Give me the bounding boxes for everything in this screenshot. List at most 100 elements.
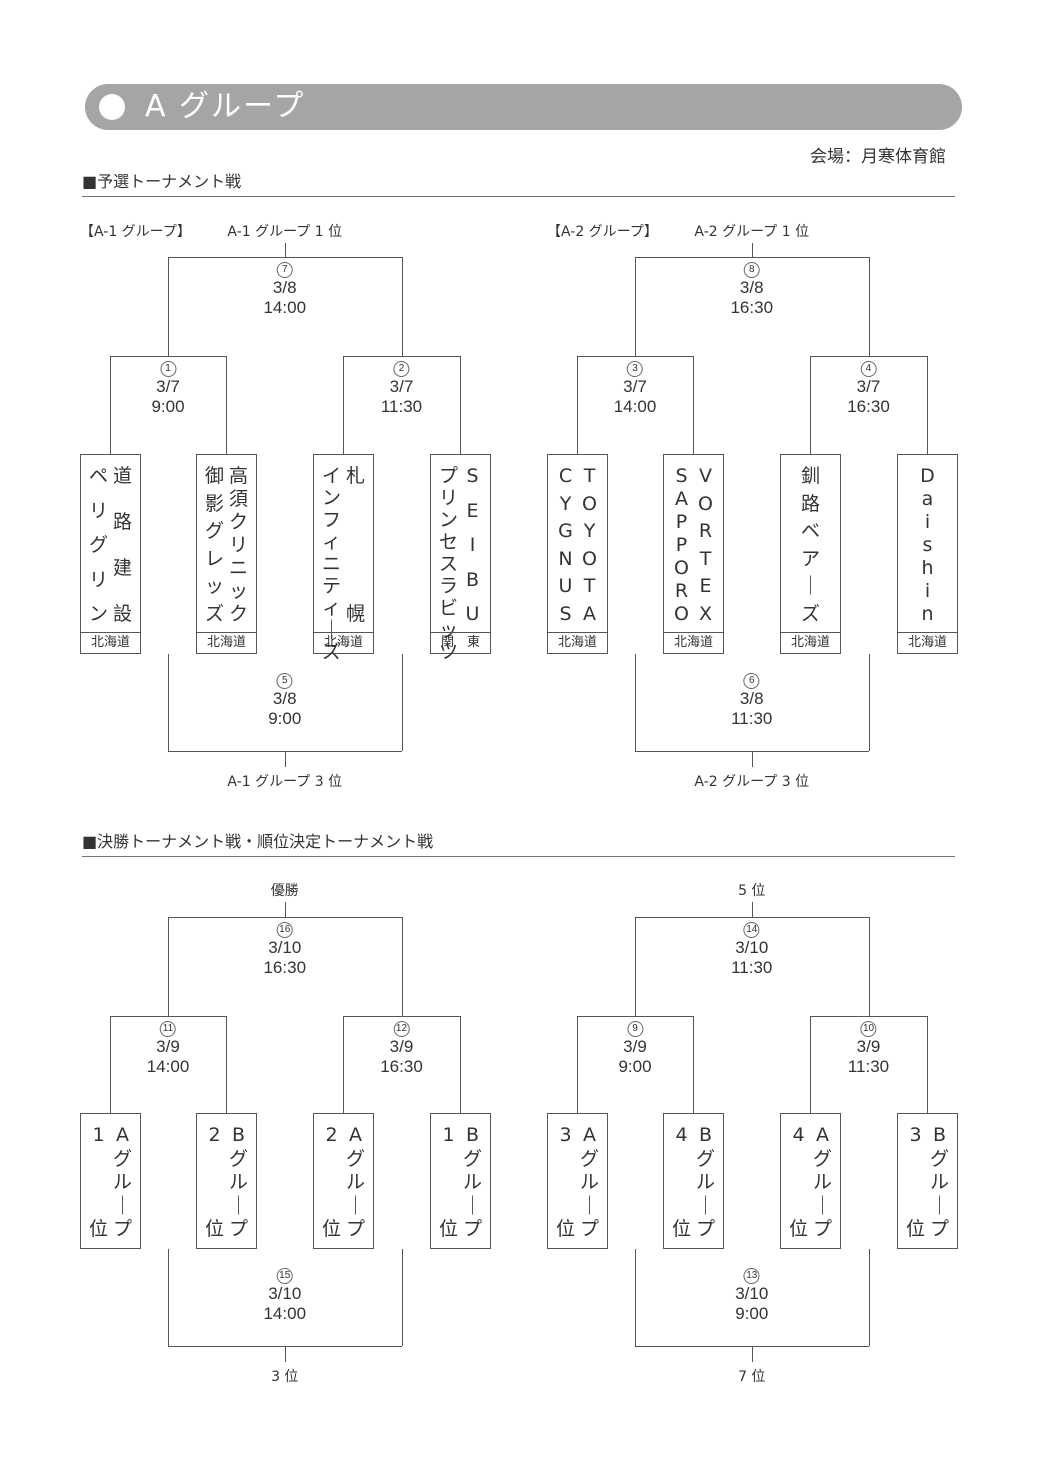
match-number: 3 (626, 361, 643, 377)
bracket-line (343, 356, 460, 357)
match-date: 3/10 (268, 1284, 302, 1303)
bracket-line (577, 356, 578, 454)
team-name-char: A (116, 1124, 129, 1146)
team-name-char: n (921, 603, 934, 625)
match-time: 11:30 (731, 709, 773, 728)
bracket-line (401, 257, 403, 356)
bracket-line (635, 654, 636, 751)
bracket-line (110, 356, 111, 454)
team-name-char: 釧 (800, 465, 820, 487)
bracket-line (751, 902, 753, 917)
team-name-char: T (699, 547, 712, 570)
bracket-line (460, 1016, 461, 1113)
match-time: 9:00 (618, 1057, 652, 1076)
team-name-char: プ (579, 1218, 599, 1240)
team-name-char: ビ (438, 597, 458, 619)
team-name-char: A (349, 1124, 362, 1146)
bracket-line (810, 356, 811, 454)
team-name-char: プ (929, 1218, 949, 1240)
match-time: 11:30 (847, 1057, 890, 1076)
bracket-line (168, 257, 169, 356)
team-name-char: イ (321, 465, 341, 487)
team-name-char: ツ (438, 641, 458, 663)
team-name-char: ッ (438, 619, 458, 641)
team-name-char: ｜ (929, 1194, 949, 1217)
team-name-char: プ (345, 1218, 365, 1240)
team-name-char: A (583, 1124, 596, 1146)
team-name-char: ｜ (462, 1194, 482, 1217)
bracket-line (868, 917, 870, 1016)
team-name-char: ベ (800, 520, 820, 543)
bracket-line (751, 243, 753, 257)
team-name-char: U (558, 575, 573, 598)
team-name-char: E (466, 499, 479, 522)
team-box: 高須クリニック御影グレッズ北海道 (196, 454, 257, 654)
team-name-char: 札 (345, 465, 365, 487)
team-name-column: ペリグリン (87, 465, 111, 625)
team-name-char: O (674, 557, 689, 579)
team-name-column: 札幌 (344, 465, 368, 625)
team-name-char: D (920, 465, 935, 487)
team-name-char: ン (438, 509, 458, 531)
bracket-line (168, 1249, 169, 1346)
match-number: 14 (743, 922, 760, 938)
team-name-char: ラ (438, 575, 458, 597)
match-number: 1 (160, 361, 176, 377)
team-name: 道路建設ペリグリン (81, 465, 140, 625)
match-number: 11 (159, 1021, 176, 1037)
team-name-char: 位 (788, 1218, 808, 1240)
section-divider (82, 856, 955, 857)
bracket-line (868, 1249, 870, 1346)
team-name-char: ア (800, 547, 820, 570)
team-name-char: E (699, 575, 712, 598)
team-name-char: ル (929, 1171, 949, 1193)
team-name-char: ク (228, 603, 248, 625)
team-name-char: V (699, 465, 712, 487)
team-name-char: T (583, 465, 596, 487)
team-name-char: プ (438, 465, 458, 487)
bracket-line (810, 1016, 927, 1017)
bracket-line (635, 257, 636, 356)
team-name-char: Y (559, 492, 572, 515)
rank-label-bottom: 3 位 (271, 1369, 299, 1385)
team-name-char: i (924, 580, 931, 602)
team-region: 北海道 (664, 632, 723, 653)
rank-label-top: 優勝 (270, 883, 299, 899)
team-name-char: A (583, 602, 596, 625)
team-name-char: グ (345, 1147, 365, 1170)
team-name-char: プ (695, 1218, 715, 1240)
team-name-char: レ (204, 547, 224, 570)
venue-label: 会場：月寒体育館 (810, 147, 946, 167)
team-name-char: フ (321, 509, 341, 531)
bracket-line (401, 654, 403, 751)
team-name-char: P (675, 511, 688, 533)
bracket-line (693, 1016, 694, 1113)
bracket-line (635, 1249, 636, 1346)
team-name-char: プ (462, 1218, 482, 1240)
match-time: 11:30 (380, 397, 423, 416)
team-name-char: ズ (204, 602, 224, 625)
team-name-char: グ (695, 1147, 715, 1170)
